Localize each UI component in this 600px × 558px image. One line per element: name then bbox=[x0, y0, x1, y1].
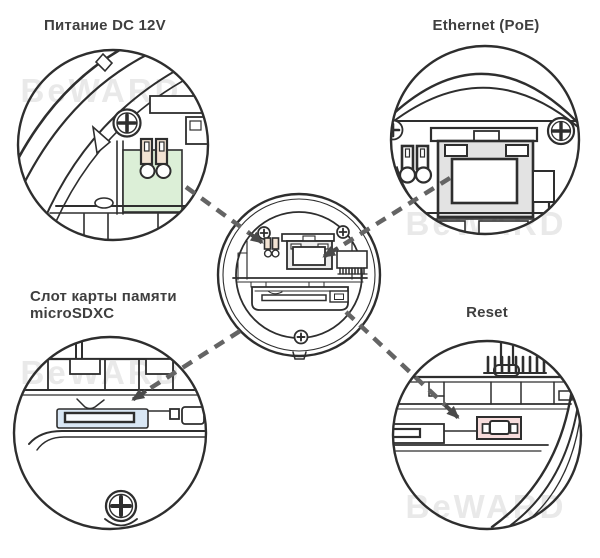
arrow-to-reset-button bbox=[443, 403, 460, 419]
housing-notch bbox=[94, 52, 114, 73]
screw-icon bbox=[336, 225, 350, 239]
reset-button-mini bbox=[329, 290, 349, 303]
label-sd: Слот карты памяти microSDXC bbox=[30, 288, 177, 322]
leader-lines bbox=[131, 176, 460, 419]
ethernet-jack bbox=[429, 126, 539, 219]
arrow-to-ethernet-jack bbox=[322, 246, 340, 259]
camera-rear-view bbox=[216, 192, 382, 360]
sd-callout-circle bbox=[12, 335, 208, 531]
screw-icon bbox=[104, 489, 138, 527]
callout-reset bbox=[391, 339, 583, 531]
label-power: Питание DC 12V bbox=[44, 17, 166, 34]
watermark-beward: BeWARD bbox=[405, 488, 567, 525]
arrow-to-power-terminal bbox=[247, 231, 264, 245]
ethernet-jack-mini bbox=[281, 233, 335, 270]
power-callout-circle bbox=[16, 48, 210, 242]
screw-icon bbox=[257, 226, 271, 240]
power-connector-pins bbox=[398, 144, 433, 184]
pin-header bbox=[486, 355, 546, 374]
callout-ethernet bbox=[389, 44, 581, 236]
screw-icon bbox=[112, 108, 142, 138]
label-sd-line1: Слот карты памяти bbox=[30, 288, 177, 305]
callout-power bbox=[16, 48, 210, 242]
leader-ethernet bbox=[336, 176, 452, 250]
reset-button bbox=[476, 416, 522, 440]
arrow-to-sd-slot bbox=[131, 388, 148, 402]
screw-icon bbox=[546, 116, 576, 146]
leader-power bbox=[184, 185, 251, 235]
pin-header-mini bbox=[336, 250, 368, 275]
label-ethernet: Ethernet (PoE) bbox=[432, 17, 540, 34]
callout-sd bbox=[12, 335, 208, 531]
label-reset: Reset bbox=[466, 304, 508, 321]
reset-callout-circle bbox=[391, 339, 583, 531]
sd-card-slot bbox=[56, 408, 149, 429]
power-connector-pins bbox=[139, 137, 172, 179]
power-terminal-mini bbox=[263, 237, 280, 258]
label-sd-line2: microSDXC bbox=[30, 305, 115, 322]
leader-reset bbox=[344, 310, 447, 407]
sd-slot-mini bbox=[251, 286, 349, 311]
screw-icon bbox=[293, 329, 309, 345]
ethernet-callout-circle bbox=[389, 44, 581, 236]
